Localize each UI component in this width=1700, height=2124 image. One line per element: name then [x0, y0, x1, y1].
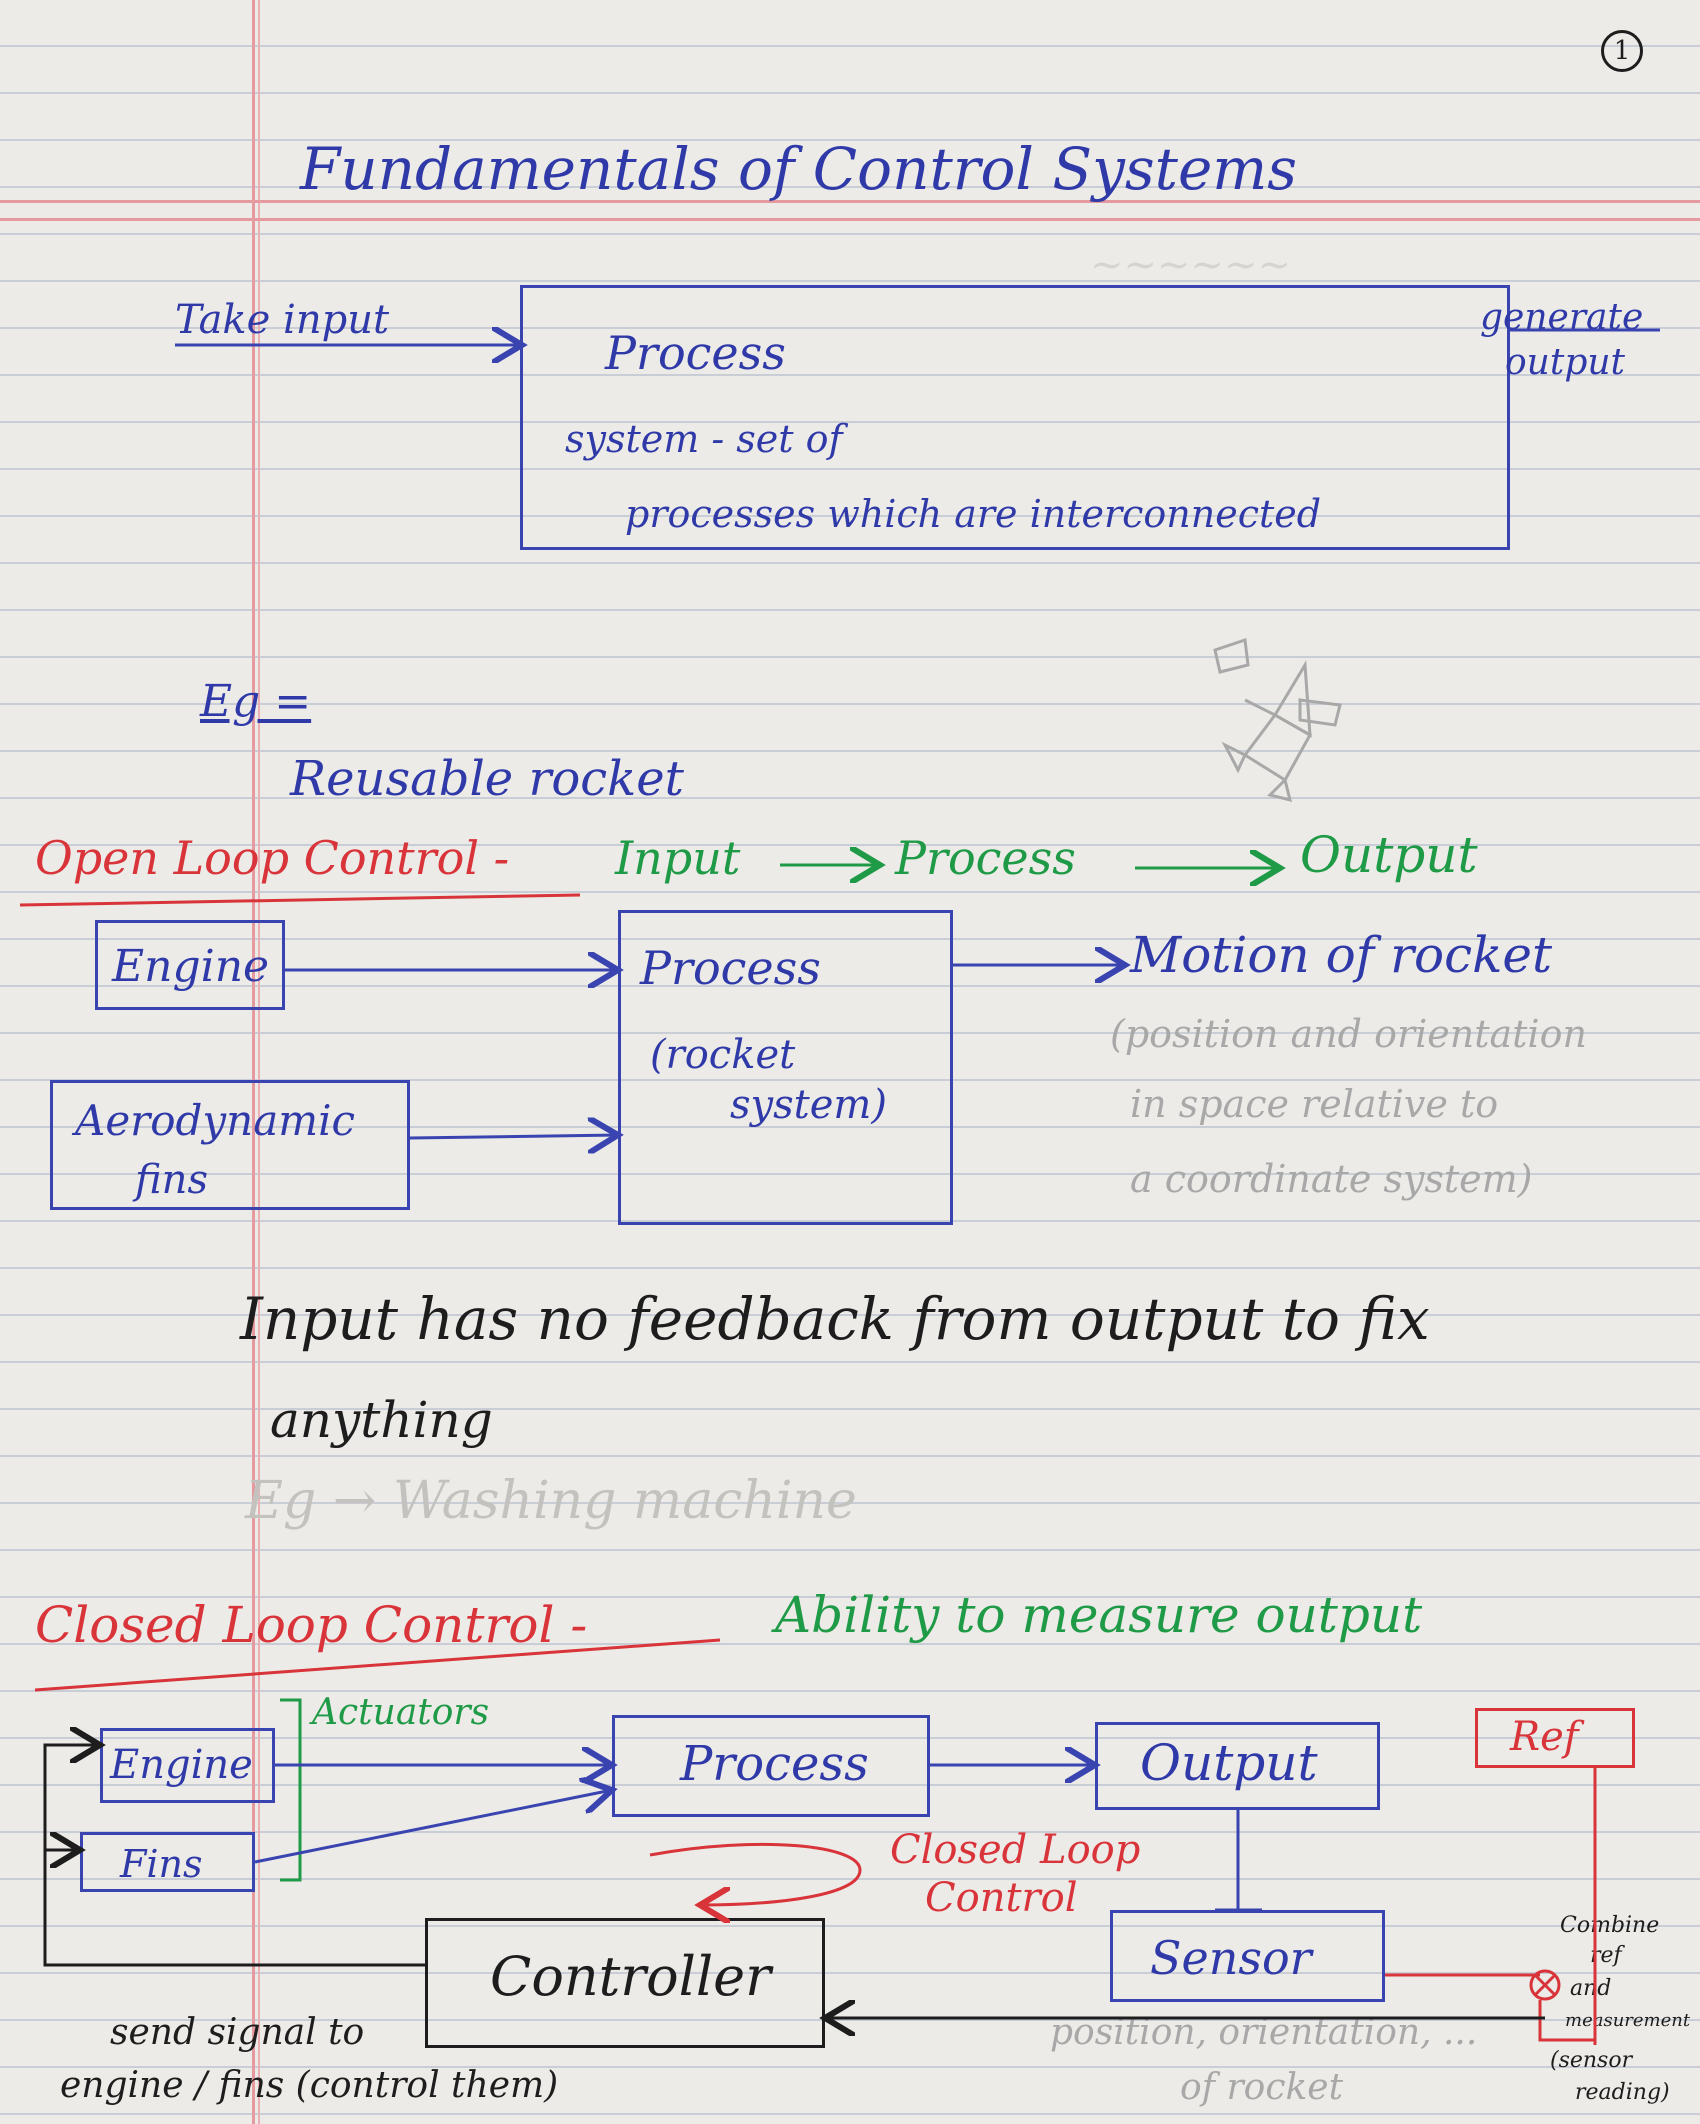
open-loop-process-label-3: system)	[730, 1082, 887, 1128]
closed-loop-send-signal-1: send signal to	[110, 2012, 365, 2053]
open-loop-fins-label-1: Aerodynamic	[75, 1096, 356, 1145]
closed-loop-fins-label: Fins	[120, 1842, 203, 1886]
closed-loop-combine-3: and	[1570, 1976, 1612, 2001]
closed-loop-ref-box	[1475, 1708, 1635, 1768]
closed-loop-heading: Closed Loop Control -	[35, 1596, 588, 1654]
page-number: 1	[1601, 30, 1643, 72]
closed-loop-ref-label: Ref	[1510, 1714, 1579, 1760]
open-loop-engine-label: Engine	[112, 941, 270, 992]
open-loop-bullet-2: Eg → Washing machine	[245, 1471, 857, 1531]
take-input-label: Take input	[175, 297, 390, 343]
page-title: Fundamentals of Control Systems	[300, 135, 1298, 203]
closed-loop-process-label: Process	[680, 1736, 869, 1792]
open-loop-bullet-1-cont: anything	[270, 1391, 493, 1449]
closed-loop-combine-5: (sensor	[1550, 2048, 1633, 2073]
example-label: Eg =	[200, 676, 312, 727]
open-loop-process-label-2: (rocket	[650, 1032, 796, 1078]
open-loop-flow-input: Input	[615, 831, 741, 885]
open-loop-process-box	[618, 910, 953, 1225]
closed-loop-definition: Ability to measure output	[775, 1586, 1423, 1644]
closed-loop-actuators-label: Actuators	[312, 1692, 490, 1733]
process-definition-line-1: system - set of	[565, 417, 843, 461]
ghost-writing: ~~~~~~	[1090, 242, 1292, 288]
margin-line-secondary	[258, 0, 260, 2124]
closed-loop-sensor-note-2: of rocket	[1180, 2067, 1344, 2108]
closed-loop-controller-box	[425, 1918, 825, 2048]
open-loop-heading: Open Loop Control -	[35, 831, 510, 885]
open-loop-motion-note-2: in space relative to	[1130, 1082, 1499, 1126]
generate-output-label-2: output	[1505, 342, 1626, 383]
closed-loop-output-label: Output	[1140, 1734, 1318, 1792]
margin-line	[252, 0, 255, 2124]
open-loop-process-label-1: Process	[640, 941, 821, 995]
open-loop-flow-process: Process	[895, 831, 1076, 885]
open-loop-fins-label-2: fins	[135, 1157, 208, 1203]
open-loop-motion-label: Motion of rocket	[1130, 926, 1553, 984]
closed-loop-sensor-note-1: position, orientation, ...	[1050, 2012, 1478, 2053]
closed-loop-controller-label: Controller	[490, 1945, 771, 2008]
closed-loop-engine-label: Engine	[110, 1742, 253, 1788]
closed-loop-loop-label-1: Closed Loop	[890, 1827, 1141, 1873]
closed-loop-combine-2: ref	[1590, 1943, 1622, 1968]
example-rocket-label: Reusable rocket	[290, 751, 684, 807]
closed-loop-sensor-box	[1110, 1910, 1385, 2002]
closed-loop-loop-label-2: Control	[925, 1875, 1078, 1921]
closed-loop-combine-1: Combine	[1560, 1913, 1660, 1938]
header-rule-secondary	[0, 218, 1700, 221]
process-definition-title: Process	[605, 326, 786, 380]
process-definition-box	[520, 285, 1510, 550]
open-loop-motion-note-1: (position and orientation	[1110, 1012, 1587, 1056]
header-rule	[0, 200, 1700, 203]
generate-output-label-1: generate	[1480, 297, 1644, 338]
process-definition-line-2: processes which are interconnected	[625, 492, 1322, 536]
open-loop-engine-box	[95, 920, 285, 1010]
closed-loop-combine-6: reading)	[1575, 2080, 1670, 2105]
closed-loop-send-signal-2: engine / fins (control them)	[60, 2065, 559, 2106]
open-loop-motion-note-3: a coordinate system)	[1130, 1157, 1533, 1201]
closed-loop-combine-4: measurement	[1565, 2010, 1691, 2031]
closed-loop-sensor-label: Sensor	[1150, 1931, 1312, 1985]
open-loop-flow-output: Output	[1300, 826, 1478, 884]
open-loop-bullet-1: Input has no feedback from output to fix	[240, 1285, 1430, 1353]
open-loop-fins-box	[50, 1080, 410, 1210]
